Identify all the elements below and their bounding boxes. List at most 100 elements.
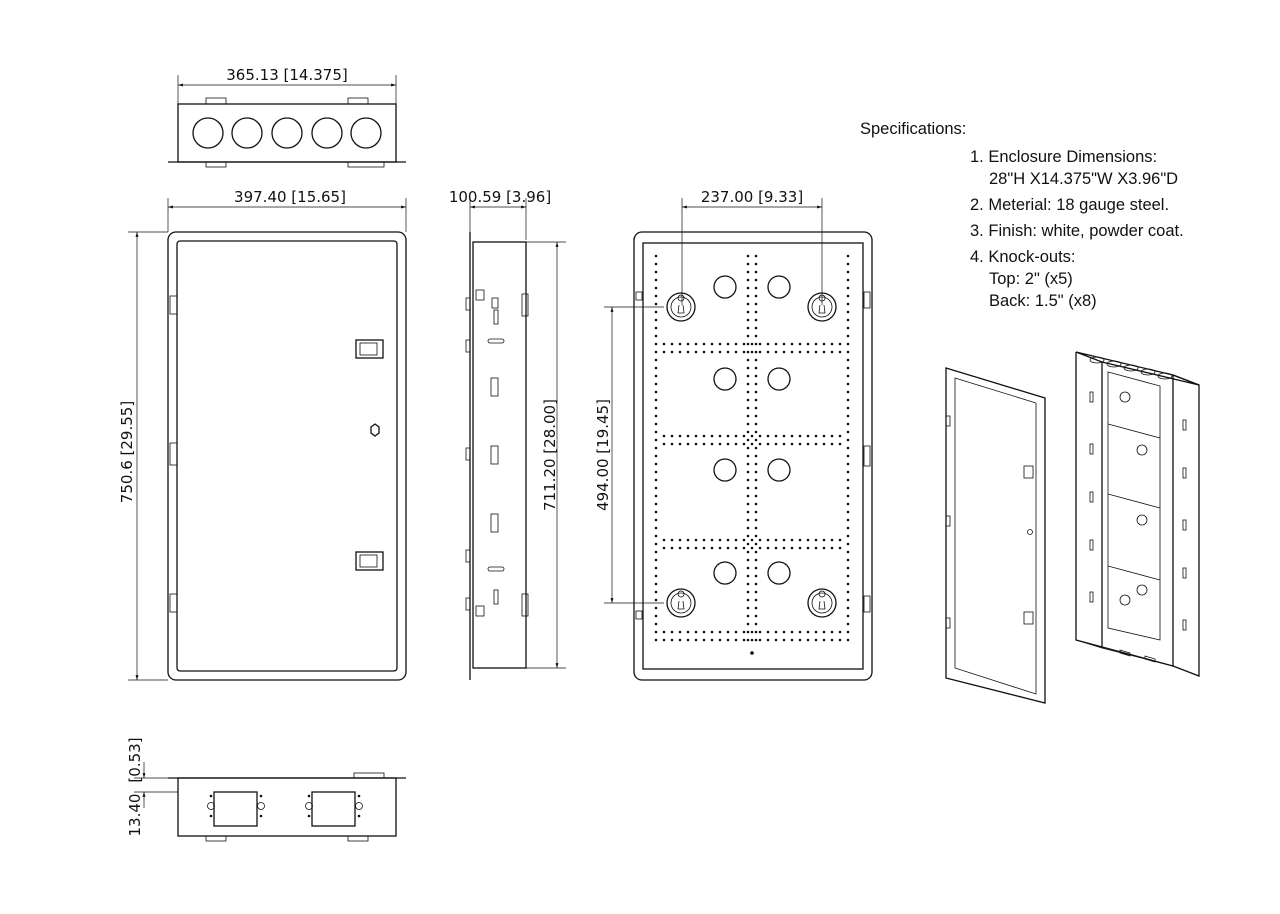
perforation-dot [754,326,758,330]
perforation-dot [694,434,698,438]
spec-line: Meterial: 18 gauge steel. [988,196,1170,214]
perforation-dot [790,630,794,634]
spec-number: 2. [970,196,984,214]
perforation-dot [846,486,850,490]
perforation-dot [814,538,818,542]
back-knockout-bracket [213,791,258,827]
perforation-dot [846,638,850,642]
perforation-dot [718,342,722,346]
spec-number: 3. [970,222,984,240]
perforation-dot [654,342,658,346]
perforation-dot [846,606,850,610]
perforation-dot [754,526,758,530]
knockout-circle [350,117,382,149]
perforation-dot [766,434,770,438]
perforation-dot [846,278,850,282]
perforation-dot [846,566,850,570]
perforation-dot [726,638,730,642]
knockout-circle [767,367,791,391]
perforation-dot [726,630,730,634]
perforation-dot [830,442,834,446]
perforation-dot [746,446,750,450]
perforation-dot [746,574,750,578]
perforation-dot [746,294,750,298]
perforation-dot [654,358,658,362]
perforation-dot [846,446,850,450]
perforation-dot [758,350,762,354]
perforation-dot [662,538,666,542]
perforation-dot [746,342,750,346]
perforation-dot [806,434,810,438]
perforation-dot [746,494,750,498]
perforation-dot [846,470,850,474]
perforation-dot [822,638,826,642]
perforation-dot [758,342,762,346]
perforation-dot [754,310,758,314]
perforation-dot [798,638,802,642]
perforation-dot [746,518,750,522]
perforation-dot [838,434,842,438]
back-hole-spacing-dimension: 237.00 [9.33] [701,188,803,206]
latch-top [355,339,384,359]
perforation-dot [754,622,758,626]
perforation-dot [814,442,818,446]
perforation-dot [702,442,706,446]
perforation-dot [654,430,658,434]
perforation-dot [754,454,758,458]
perforation-dot [654,550,658,554]
perforation-dot [654,534,658,538]
perforation-dot [654,414,658,418]
side-view: 100.59 [3.96] 711.20 [28.00] [449,188,566,680]
side-height-dimension: 711.20 [28.00] [541,399,559,511]
perforation-dot [750,342,754,346]
latch-bottom [355,551,384,571]
perforation-dot [758,434,762,438]
perforation-dot [754,486,758,490]
perforation-dot [754,254,758,258]
perforation-dot [846,294,850,298]
top-view: 365.13 [14.375] [168,66,406,168]
perforation-dot [754,334,758,338]
perforation-dot [790,538,794,542]
perforation-dot [846,614,850,618]
perforation-dot [846,326,850,330]
perforation-dot [754,366,758,370]
perforation-dot [822,350,826,354]
perforation-dot [734,434,738,438]
perforation-dot [686,546,690,550]
perforation-dot [846,382,850,386]
perforation-dot [654,518,658,522]
perforation-dot [846,454,850,458]
perforation-dot [686,538,690,542]
perforation-dot [782,434,786,438]
perforation-dot [726,350,730,354]
perforation-dot [846,310,850,314]
perforation-dot [654,398,658,402]
perforation-dot [746,302,750,306]
perforation-dot [754,566,758,570]
perforation-dot [822,442,826,446]
perforation-dot [654,446,658,450]
perforation-dot [846,406,850,410]
perforation-dot [814,546,818,550]
perforation-dot [754,422,758,426]
perforation-dot [746,406,750,410]
perforation-dot [654,350,658,354]
perforation-dot [798,442,802,446]
perforation-dot [746,638,750,642]
perforation-dot [694,538,698,542]
perforation-dot [754,574,758,578]
perforation-dot [754,558,758,562]
perforation-dot [774,342,778,346]
perforation-dot [746,614,750,618]
spec-line: Back: 1.5" (x8) [989,292,1097,310]
perforation-dot [670,342,674,346]
perforation-dot [654,510,658,514]
perforation-dot [774,538,778,542]
perforation-dot [670,630,674,634]
perforation-dot [654,366,658,370]
perforation-dot [754,518,758,522]
perforation-dot [790,434,794,438]
perforation-dot [846,582,850,586]
perforation-dot [662,434,666,438]
